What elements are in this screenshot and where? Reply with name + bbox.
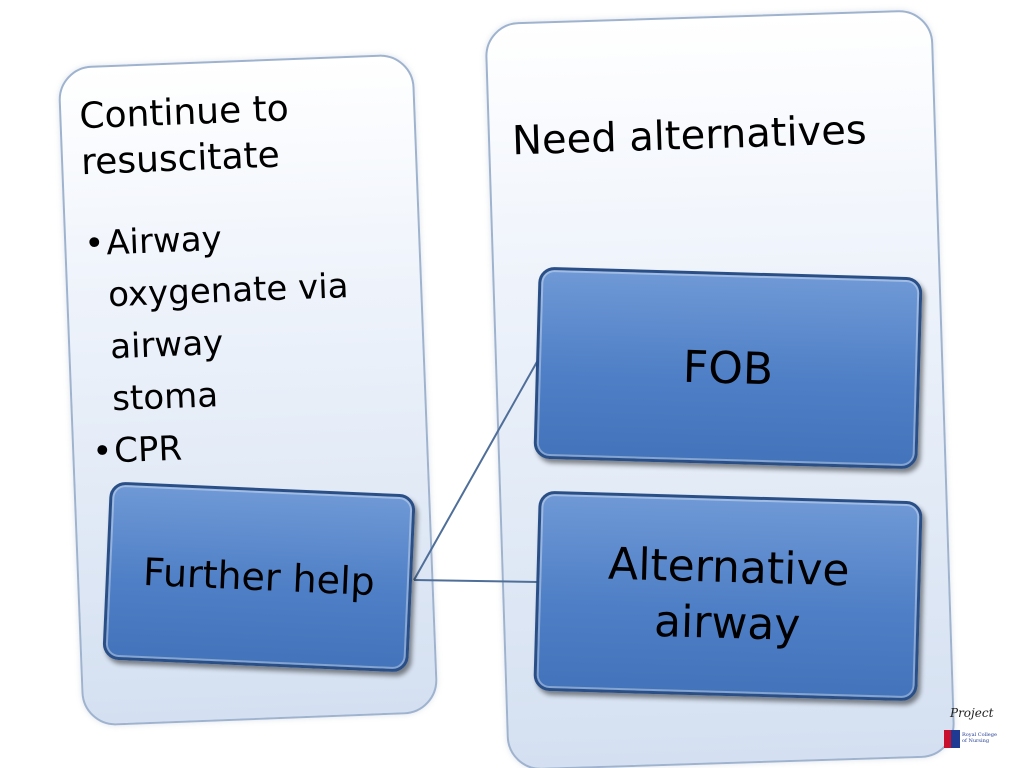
alternative-airway-line-2: airway: [653, 595, 802, 652]
fob-box: FOB: [533, 266, 923, 470]
bullet-line: CPR: [113, 428, 183, 472]
bullet-item-cpr: • CPR: [91, 414, 413, 478]
further-help-label: Further help: [142, 549, 376, 605]
alternative-airway-line-1: Alternative: [607, 538, 851, 597]
fob-label: FOB: [682, 341, 774, 395]
rcn-line-1: Royal College: [962, 732, 997, 738]
bullet-marker: •: [83, 223, 106, 265]
bullet-marker: •: [91, 431, 114, 473]
footer-project-text: Project: [950, 706, 994, 720]
rcn-logo-icon: [944, 730, 960, 748]
further-help-box: Further help: [102, 481, 416, 673]
bullet-item-airway: • Airway oxygenate via airway stoma: [83, 206, 411, 426]
left-bullet-list: • Airway oxygenate via airway stoma • CP…: [83, 206, 413, 478]
rcn-logo-text: Royal College of Nursing: [962, 732, 1002, 744]
right-panel-heading: Need alternatives: [511, 107, 868, 165]
alternative-airway-box: Alternative airway: [533, 490, 923, 702]
left-panel-heading: Continue to resuscitate: [79, 82, 402, 186]
rcn-line-2: of Nursing: [962, 738, 990, 744]
